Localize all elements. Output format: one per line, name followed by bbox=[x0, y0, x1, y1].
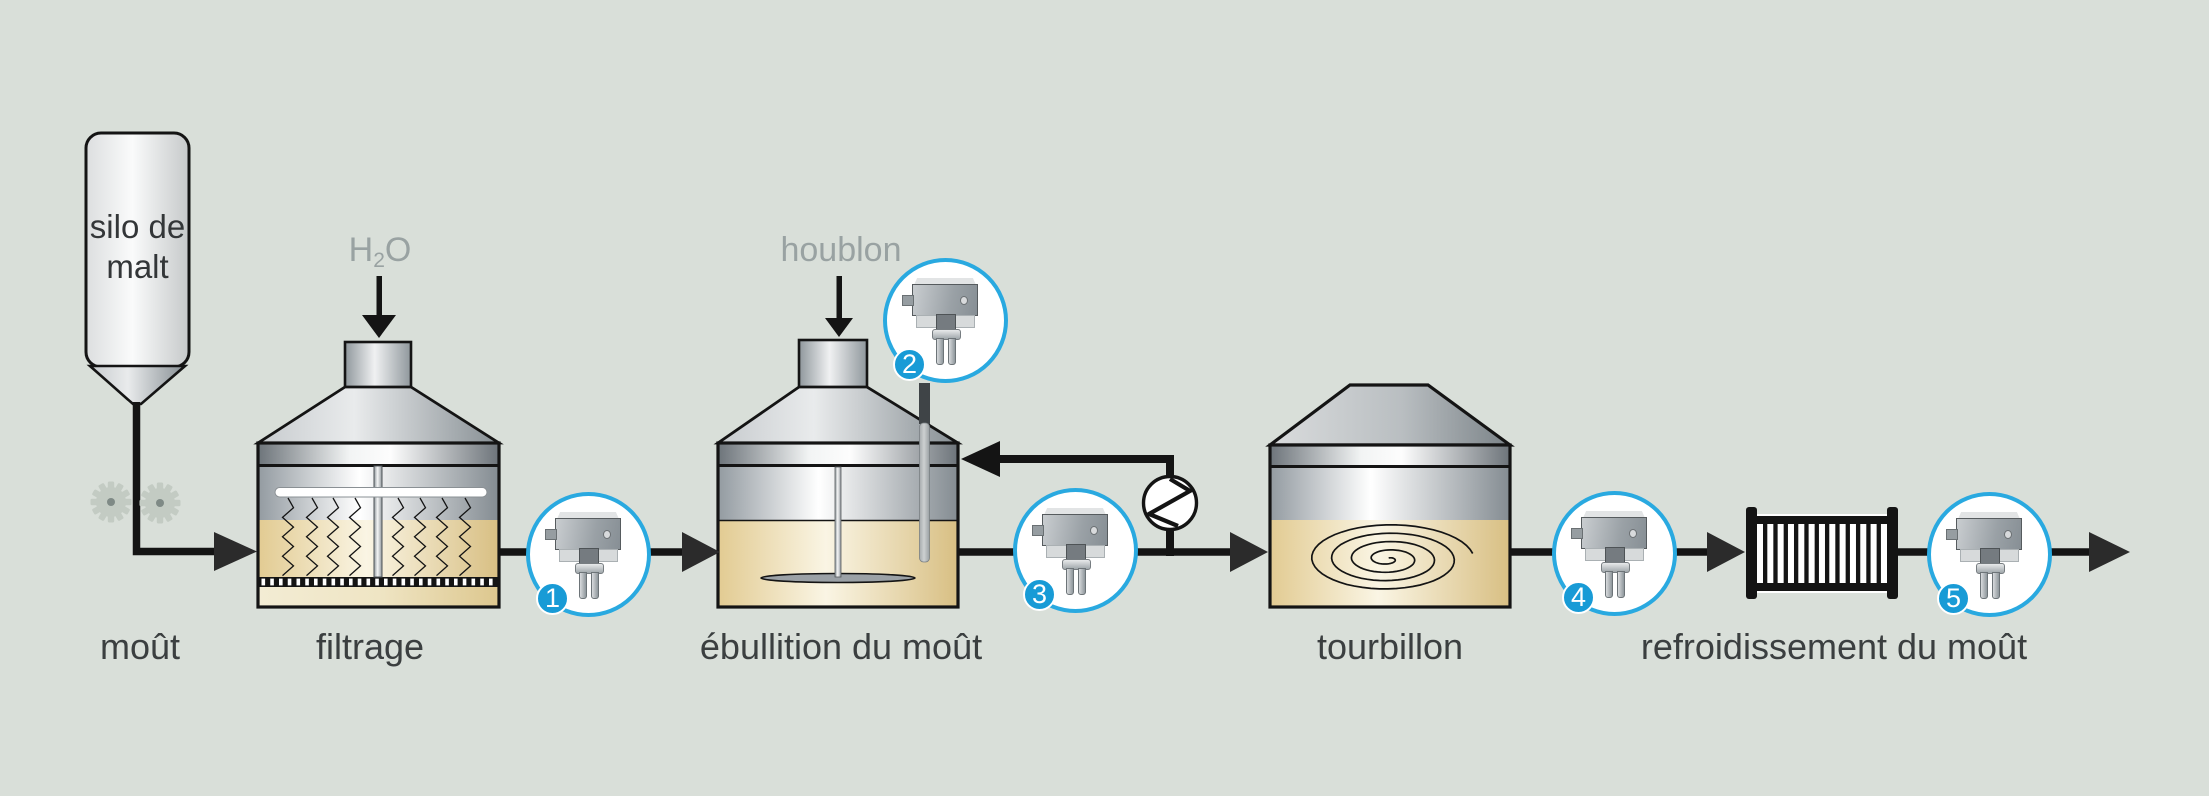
level-transmitter-icon bbox=[1556, 495, 1673, 612]
whirlpool-spiral bbox=[1310, 524, 1474, 590]
silo-label: silo de malt bbox=[89, 208, 186, 286]
whirlpool-vessel bbox=[1265, 383, 1515, 609]
sieve-plate bbox=[261, 578, 493, 586]
wort-pipe bbox=[132, 402, 257, 571]
malt-silo bbox=[84, 131, 191, 406]
agitator-shaft bbox=[834, 466, 842, 578]
hops-label: houblon bbox=[780, 231, 902, 269]
stage-label-filtrage: filtrage bbox=[315, 626, 425, 667]
sensor-4: 4 bbox=[1552, 491, 1677, 616]
sensor-1: 1 bbox=[526, 492, 651, 617]
flow-arrowheads bbox=[682, 532, 2130, 572]
sensor-2-badge: 2 bbox=[893, 348, 926, 381]
rake-springs bbox=[281, 497, 472, 577]
sensor-5-badge: 5 bbox=[1937, 582, 1970, 615]
hops-inlet-arrow bbox=[825, 276, 853, 337]
stage-label-ebullition: ébullition du moût bbox=[699, 626, 983, 667]
level-transmitter-icon bbox=[530, 496, 647, 613]
stage-label-tourbillon: tourbillon bbox=[1316, 626, 1464, 667]
sensor-2: 2 bbox=[883, 258, 1008, 383]
level-transmitter-icon bbox=[1931, 496, 2048, 613]
lauter-tun bbox=[253, 340, 504, 609]
sensor-3-badge: 3 bbox=[1023, 578, 1056, 611]
plate-cooler bbox=[1746, 507, 1898, 599]
mill-gears-icon bbox=[90, 481, 181, 524]
water-label: H2O bbox=[348, 231, 412, 272]
sensor-1-badge: 1 bbox=[536, 582, 569, 615]
sensor-4-badge: 4 bbox=[1562, 581, 1595, 614]
sensor-5: 5 bbox=[1927, 492, 2052, 617]
stage-label-refroidissement: refroidissement du moût bbox=[1640, 626, 2028, 667]
level-transmitter-icon bbox=[887, 262, 1004, 379]
sensor-3: 3 bbox=[1013, 488, 1138, 613]
water-inlet-arrow bbox=[362, 276, 396, 338]
sensor2-probe-tube bbox=[919, 383, 930, 563]
level-transmitter-icon bbox=[1017, 492, 1134, 609]
stage-label-mout: moût bbox=[99, 626, 181, 667]
boil-kettle bbox=[713, 338, 963, 609]
recirculation-loop bbox=[961, 441, 1199, 556]
